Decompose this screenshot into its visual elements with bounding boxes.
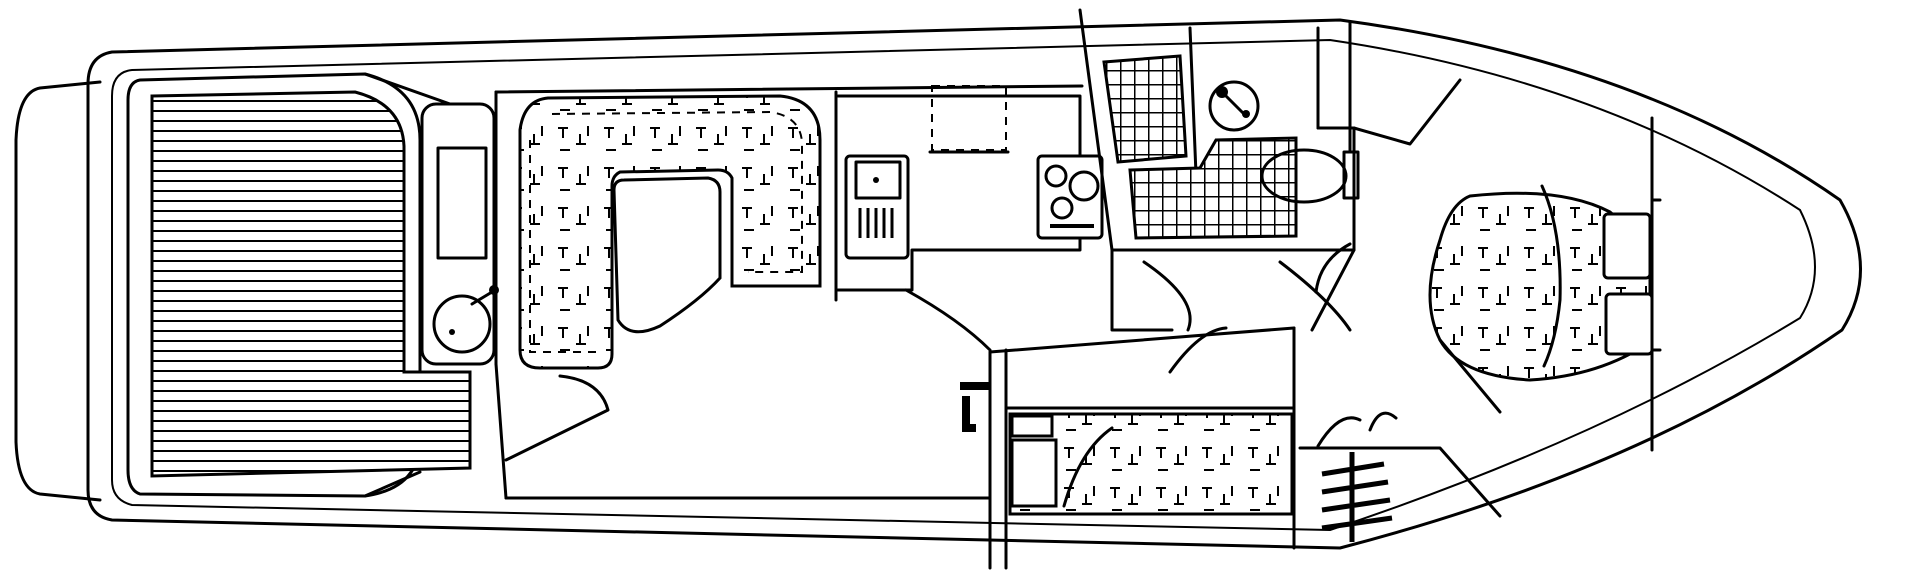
salon-settee [518,94,822,370]
companionway-steps [1298,411,1502,542]
head-toilet [1260,148,1360,204]
cockpit-sink [432,285,499,354]
galley-sink [844,154,910,260]
v-berth [1428,184,1654,382]
mid-cabin-berth [1008,412,1294,516]
forward-cabin-walls [1310,78,1462,332]
hull-outline [86,18,1862,550]
head-compartment [1078,8,1356,332]
head-sink [1208,80,1260,132]
galley-counter [836,85,1082,292]
dinette-table [612,176,722,334]
mid-cabin-walls [960,326,1296,570]
swim-platform [14,80,102,502]
bow-pulpit [1438,198,1662,414]
galley-stove [1036,154,1104,240]
cockpit-deck [126,72,472,498]
